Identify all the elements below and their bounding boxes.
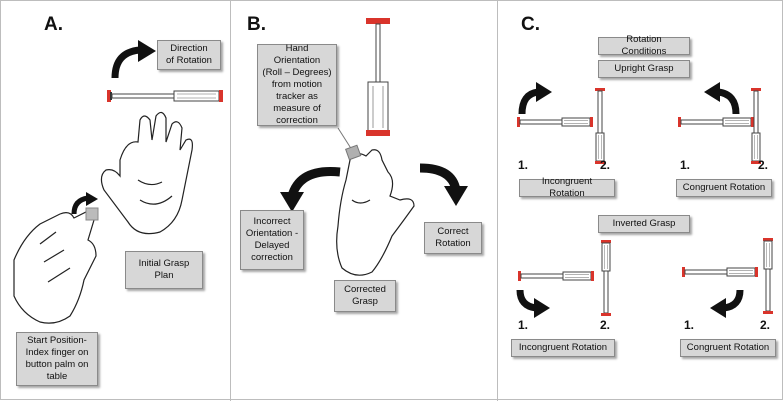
initial-grasp-box: Initial Grasp Plan — [125, 251, 203, 289]
rotation-arrow-icon — [71, 195, 89, 215]
congruent-rotation-top-box: Congruent Rotation — [676, 179, 772, 197]
screwdriver-icon — [681, 266, 759, 278]
rotation-arrow-icon — [518, 88, 539, 115]
button-icon — [85, 207, 99, 221]
step-number-1: 1. — [684, 318, 695, 332]
rotation-arrow-icon — [723, 289, 744, 312]
upright-grasp-box: Upright Grasp — [598, 60, 690, 78]
screwdriver-icon — [516, 116, 594, 128]
open-hand-icon — [100, 111, 193, 235]
screwdriver-icon — [762, 237, 774, 315]
start-position-box: Start Position- Index finger on button p… — [16, 332, 98, 386]
panel-c-label: C. — [521, 14, 540, 35]
step-number-2: 2. — [760, 318, 771, 332]
incongruent-rotation-top-box: Incongruent Rotation — [519, 176, 615, 199]
screwdriver-icon — [594, 87, 606, 165]
panel-divider-ab — [230, 0, 231, 401]
panel-b-label: B. — [247, 14, 266, 35]
screwdriver-icon — [517, 270, 595, 282]
panel-divider-bc — [497, 0, 498, 401]
screwdriver-icon — [106, 89, 224, 103]
pointing-hand-icon — [13, 211, 97, 324]
congruent-rotation-bottom-box: Congruent Rotation — [680, 339, 776, 357]
inverted-grasp-box: Inverted Grasp — [598, 215, 690, 233]
incongruent-rotation-bottom-box: Incongruent Rotation — [511, 339, 615, 357]
screwdriver-icon — [677, 116, 755, 128]
rotation-arrow-icon — [717, 88, 740, 115]
hand-orientation-box: Hand Orientation (Roll – Degrees) from m… — [257, 43, 337, 126]
screwdriver-icon — [366, 18, 390, 136]
incorrect-orientation-box: Incorrect Orientation - Delayed correcti… — [240, 210, 304, 270]
step-number-2: 2. — [600, 318, 611, 332]
step-number-2: 2. — [600, 158, 611, 172]
motion-tracker-icon — [345, 144, 362, 161]
step-number-1: 1. — [518, 318, 529, 332]
rotation-arrow-icon — [287, 167, 341, 198]
corrected-grasp-box: Corrected Grasp — [334, 280, 396, 312]
step-number-2: 2. — [758, 158, 769, 172]
rotation-arrow-icon — [111, 46, 141, 79]
step-number-1: 1. — [680, 158, 691, 172]
rotation-conditions-box: Rotation Conditions — [598, 34, 690, 57]
rotation-arrow-icon — [516, 289, 537, 312]
screwdriver-icon — [600, 239, 612, 317]
correct-rotation-box: Correct Rotation — [424, 222, 482, 254]
step-number-1: 1. — [518, 158, 529, 172]
direction-of-rotation-box: Direction of Rotation — [157, 40, 221, 70]
panel-a-label: A. — [44, 14, 63, 35]
grasp-hand-icon — [336, 149, 415, 276]
